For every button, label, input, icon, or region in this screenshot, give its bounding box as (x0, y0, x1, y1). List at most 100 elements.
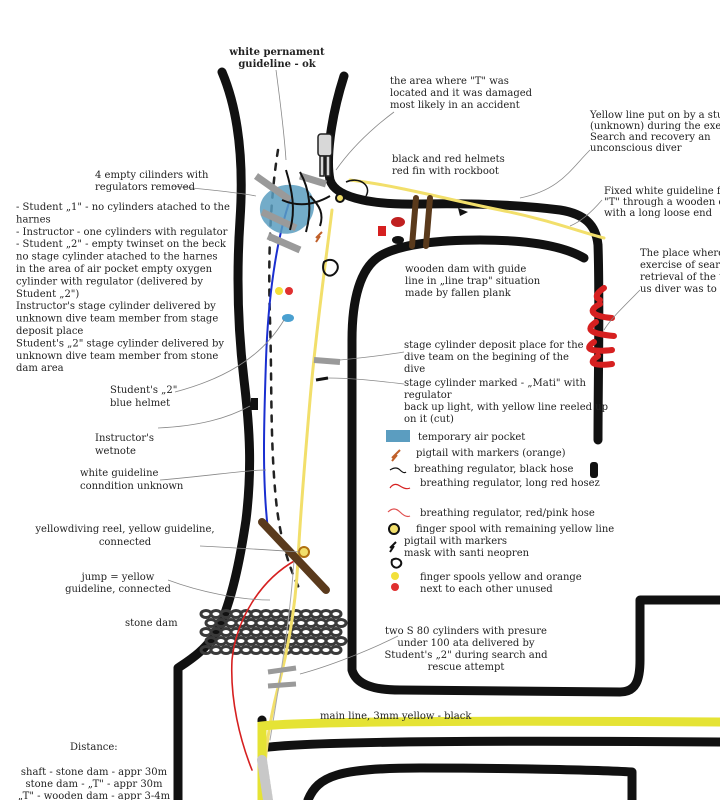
air-pocket-area (253, 133, 333, 254)
label-backup-light: back up light, with yellow line reeled u… (404, 402, 608, 425)
label-students-notes: - Student „1" - no cylinders atached to … (16, 202, 230, 374)
text-line: (unknown) during the exercise (590, 121, 720, 132)
text-line: guideline - ok (238, 59, 316, 70)
diver-figure (317, 133, 333, 177)
stone (334, 636, 348, 646)
text-line: conndition unknown (80, 481, 184, 492)
legend-spool-yellow-icon (391, 572, 399, 580)
text-line: Yellow line put on by a student (589, 110, 720, 121)
text-line: "T" through a wooden dam (604, 197, 720, 208)
text-line: dam area (16, 363, 64, 374)
text-line: with a long loose end (604, 208, 713, 219)
legend-label-finger-spool: finger spool with remaining yellow line (416, 524, 614, 535)
text-line: Student „2") (16, 289, 79, 300)
main-line (257, 716, 720, 735)
text-line: two S 80 cylinders with presure (385, 626, 547, 637)
text-line: connected (99, 537, 152, 548)
label-yellow-reel: yellowdiving reel, yellow guideline,conn… (34, 524, 214, 548)
text-line: jump = yellow (81, 572, 155, 583)
inner-wall (347, 235, 720, 697)
label-student2-helmet: Student's „2" blue helmet (110, 385, 177, 409)
white-sketch-line-1 (269, 559, 295, 741)
text-line: line in „line trap" situation (405, 276, 541, 287)
legend-label-none: next to each other unused (420, 584, 553, 595)
text-line: - Instructor - one cylinders with regula… (16, 227, 228, 238)
text-line: blue helmet (110, 398, 170, 409)
leader-lines (157, 69, 641, 675)
label-distance-title: Distance: (70, 742, 118, 753)
text-line: back up light, with yellow line reeled u… (404, 402, 608, 413)
fin-symbol-yellow (458, 208, 468, 216)
text-line: dive (404, 364, 425, 375)
legend-label-mask: mask with santi neopren (404, 548, 530, 559)
text-line: wetnote (95, 446, 136, 457)
fallen-plank (258, 518, 330, 594)
s80-cylinders-symbol (267, 665, 297, 689)
yellow-reel-symbol (298, 546, 310, 558)
yellow-guideline-right (348, 178, 606, 240)
backup-light-symbol (590, 462, 598, 478)
text-line: us diver was to (640, 284, 717, 295)
text-line: harnes (16, 214, 51, 225)
finger-spool-yellow-1 (275, 287, 283, 295)
text-line: exercise of sear (640, 260, 720, 271)
text-line: Fixed white guideline from (604, 186, 720, 197)
label-stone-dam: stone dam (125, 618, 178, 629)
bottom-wall (303, 763, 637, 804)
lower-wall (257, 715, 720, 753)
black-helmet-symbol (391, 217, 405, 244)
air-pocket (259, 184, 315, 234)
text-line: 4 empty cilinders with (95, 170, 209, 181)
text-line: shaft - stone dam - appr 30m (21, 767, 168, 778)
text-line: wooden dam with guide (405, 264, 526, 275)
text-line: Student's „2" (110, 385, 177, 396)
text-line: Student's „2" stage cylinder delivered b… (16, 338, 224, 349)
loose-hose (345, 179, 369, 197)
legend-regulator-black-icon (389, 467, 407, 474)
legend: temporary air pocket pigtail with markers… (404, 432, 614, 595)
text-line: The place where (640, 248, 720, 259)
label-instructor-wetnote: Instructor's wetnote (95, 433, 154, 457)
shaft-rope (257, 755, 273, 804)
legend-pigtail-icon (389, 541, 397, 553)
label-main-line: main line, 3mm yellow - black (320, 711, 472, 722)
text-line: Instructor's (95, 433, 154, 444)
legend-icons (386, 430, 411, 591)
text-line: the area where "T" was (390, 76, 509, 87)
stone (329, 609, 343, 619)
text-line: white pernament (228, 47, 325, 58)
legend-label-pigtail: pigtail with markers (404, 536, 507, 547)
text-line: black and red helmets (392, 154, 505, 165)
exercise-place-marks (586, 285, 617, 368)
legend-regulator-red-icon (389, 483, 411, 490)
wetnote-symbol (251, 398, 258, 410)
legend-pigtail-orange-icon (391, 449, 401, 462)
text-line: - Student „1" - no cylinders atached to … (16, 202, 230, 213)
text-line: dive team on the begining of the (404, 352, 569, 363)
text-line: Instructor's stage cylinder delivered by (16, 301, 216, 312)
guide-lines (230, 148, 720, 804)
stone-dam-hatching (199, 609, 348, 655)
legend-mask-icon (390, 557, 403, 569)
text-line: cylinder with regulator (delivered by (16, 276, 203, 287)
legend-label-air-pocket: temporary air pocket (418, 432, 525, 443)
text-line: „T" - wooden dam - appr 3-4m (18, 791, 171, 800)
wooden-dam (409, 195, 433, 249)
finger-spool-near-diver (335, 193, 345, 203)
text-line: rescue attempt (428, 662, 505, 673)
legend-label-finger-spools-yellow-orange: finger spools yellow and orange (420, 572, 582, 583)
text-line: unconscious diver (590, 143, 682, 154)
red-guideline (230, 559, 297, 771)
blue-helmet-symbol (282, 314, 294, 322)
text-line: no stage cylinder atached to the harnes (16, 252, 218, 263)
text-line: retrieval of the u (640, 272, 720, 283)
